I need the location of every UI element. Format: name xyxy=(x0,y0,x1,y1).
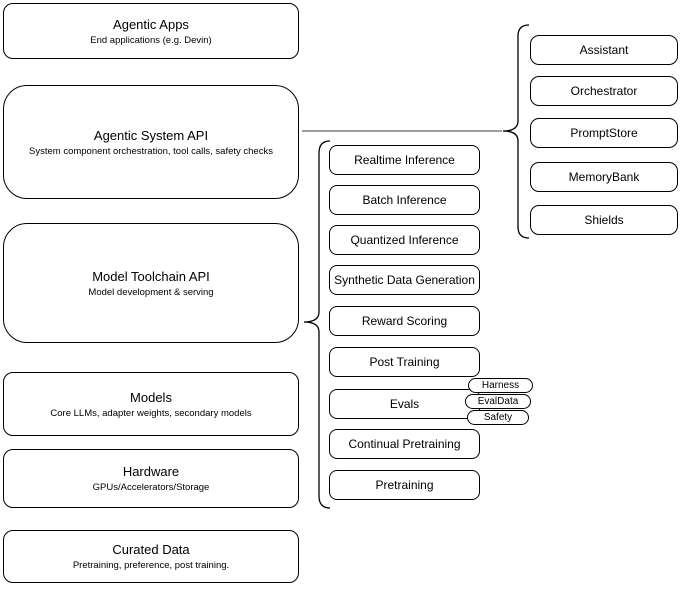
safety-pill: Safety xyxy=(467,410,529,425)
memorybank-box: MemoryBank xyxy=(530,162,678,192)
promptstore-box: PromptStore xyxy=(530,118,678,148)
synthetic-data-generation-box: Synthetic Data Generation xyxy=(329,265,480,295)
hardware-box: Hardware GPUs/Accelerators/Storage xyxy=(3,449,299,508)
shields-box: Shields xyxy=(530,205,678,235)
models-subtitle: Core LLMs, adapter weights, secondary mo… xyxy=(50,407,252,419)
curated-data-title: Curated Data xyxy=(112,542,190,557)
agentic-system-api-box: Agentic System API System component orch… xyxy=(3,85,299,199)
assistant-box: Assistant xyxy=(530,35,678,65)
evals-box: Evals xyxy=(329,389,480,419)
harness-pill: Harness xyxy=(468,378,533,393)
quantized-inference-box: Quantized Inference xyxy=(329,225,480,255)
models-box: Models Core LLMs, adapter weights, secon… xyxy=(3,372,299,436)
curated-data-box: Curated Data Pretraining, preference, po… xyxy=(3,530,299,583)
toolchain-brace xyxy=(303,140,331,509)
agentic-apps-box: Agentic Apps End applications (e.g. Devi… xyxy=(3,3,299,59)
reward-scoring-box: Reward Scoring xyxy=(329,306,480,336)
system-brace xyxy=(502,24,530,239)
agentic-system-api-title: Agentic System API xyxy=(93,127,209,143)
model-toolchain-api-subtitle: Model development & serving xyxy=(88,286,214,298)
agentic-apps-subtitle: End applications (e.g. Devin) xyxy=(90,34,212,46)
agentic-apps-title: Agentic Apps xyxy=(113,16,189,32)
post-training-box: Post Training xyxy=(329,347,480,377)
batch-inference-box: Batch Inference xyxy=(329,185,480,215)
pretraining-box: Pretraining xyxy=(329,470,480,500)
continual-pretraining-box: Continual Pretraining xyxy=(329,429,480,459)
curated-data-subtitle: Pretraining, preference, post training. xyxy=(72,560,230,571)
models-title: Models xyxy=(130,389,172,405)
evaldata-pill: EvalData xyxy=(465,394,531,409)
model-toolchain-api-title: Model Toolchain API xyxy=(92,268,210,284)
model-toolchain-api-box: Model Toolchain API Model development & … xyxy=(3,223,299,343)
realtime-inference-box: Realtime Inference xyxy=(329,145,480,175)
orchestrator-box: Orchestrator xyxy=(530,76,678,106)
agentic-system-api-subtitle: System component orchestration, tool cal… xyxy=(29,145,273,157)
hardware-subtitle: GPUs/Accelerators/Storage xyxy=(92,482,210,493)
hardware-title: Hardware xyxy=(122,464,180,479)
